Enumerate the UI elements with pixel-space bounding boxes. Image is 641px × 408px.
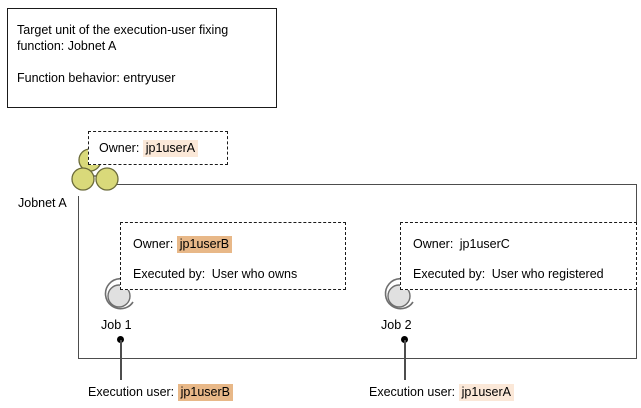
job2-execution-user-value: jp1userA (458, 384, 514, 401)
job1-execution-user-row: Execution user: jp1userB (88, 384, 233, 401)
job1-node-label: Job 1 (101, 318, 132, 332)
trunk-bottom-horizontal-line (78, 358, 637, 359)
job1-leader-line (120, 340, 122, 380)
job2-leader-line (404, 340, 406, 380)
job2-executed-by-value: User who registered (491, 267, 604, 281)
job1-execution-user-label: Execution user: (88, 385, 175, 399)
jobnet-owner-label: Owner: (99, 141, 140, 155)
job2-owner-value: jp1userC (459, 237, 510, 251)
job1-node-icon (100, 274, 142, 316)
description-line-2: Function behavior: entryuser (17, 71, 176, 85)
job1-owner-value: jp1userB (176, 236, 233, 253)
job2-leader-dot (401, 336, 408, 343)
job1-callout-executed-row: Executed by: User who owns (133, 266, 300, 284)
job2-callout-box (400, 222, 637, 290)
trunk-left-vertical-line (78, 196, 79, 359)
job1-callout-box (120, 222, 346, 290)
job2-owner-label: Owner: (413, 237, 454, 251)
job2-execution-user-row: Execution user: jp1userA (369, 384, 514, 401)
job1-execution-user-value: jp1userB (177, 384, 233, 401)
job1-executed-by-label: Executed by: (133, 267, 206, 281)
job1-owner-label: Owner: (133, 237, 174, 251)
jobnet-callout-owner-row: Owner: jp1userA (99, 140, 199, 157)
job2-callout-executed-row: Executed by: User who registered (413, 266, 607, 284)
job2-execution-user-label: Execution user: (369, 385, 456, 399)
job2-node-label: Job 2 (381, 318, 412, 332)
job2-executed-by-label: Executed by: (413, 267, 486, 281)
job2-callout-owner-row: Owner: jp1userC (413, 236, 513, 254)
trunk-horizontal-line (114, 184, 637, 185)
job1-executed-by-value: User who owns (211, 267, 298, 281)
jobnet-node-icon (70, 148, 126, 196)
description-line-1: Target unit of the execution-user fixing… (17, 23, 229, 53)
jobnet-owner-value: jp1userA (142, 140, 199, 157)
description-box (7, 8, 277, 108)
job1-callout-owner-row: Owner: jp1userB (133, 236, 233, 253)
jobnet-node-label: Jobnet A (18, 196, 67, 210)
job1-leader-dot (117, 336, 124, 343)
